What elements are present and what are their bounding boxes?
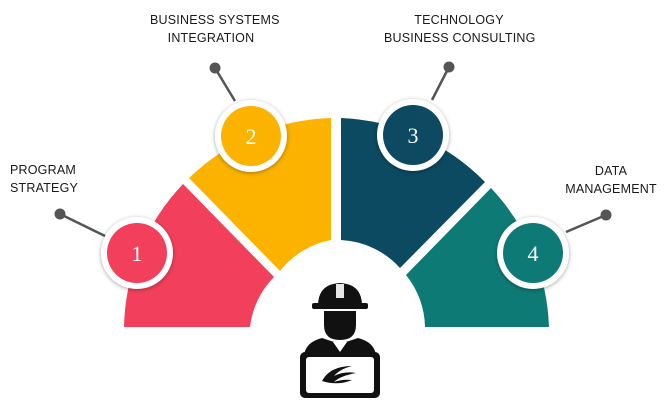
step-2-label: BUSINESS SYSTEMS INTEGRATION: [150, 11, 280, 47]
badge-4-number: 4: [528, 241, 539, 266]
step-4-label-line-1: DATA: [594, 164, 628, 178]
swoosh-logo-icon: [322, 366, 356, 384]
badge-4: 4: [497, 217, 569, 289]
badge-2: 2: [215, 100, 287, 172]
badge-1: 1: [101, 217, 173, 289]
engineer-with-laptop-icon: [300, 283, 380, 398]
step-4-label: DATA MANAGEMENT: [560, 162, 662, 198]
pin-1: [54, 208, 106, 238]
step-1-label-line-1: PROGRAM: [10, 163, 76, 177]
badge-3: 3: [377, 99, 449, 171]
segment-3: [341, 118, 485, 268]
step-2-label-line-2: INTEGRATION: [167, 31, 255, 45]
step-1-label: PROGRAM STRATEGY: [10, 161, 78, 197]
pin-3: [430, 61, 455, 101]
pin-2: [209, 62, 237, 102]
step-3-label-line-2: BUSINESS CONSULTING: [384, 31, 536, 45]
pin-4: [565, 209, 612, 234]
step-3-label-line-1: TECHNOLOGY: [414, 13, 504, 27]
step-4-label-line-2: MANAGEMENT: [565, 182, 657, 196]
step-1-label-line-2: STRATEGY: [10, 181, 79, 195]
segment-1: [124, 184, 274, 327]
badge-1-number: 1: [132, 241, 143, 266]
badge-3-number: 3: [408, 123, 419, 148]
step-2-label-line-1: BUSINESS SYSTEMS: [150, 13, 280, 27]
step-3-label: TECHNOLOGY BUSINESS CONSULTING: [384, 11, 536, 47]
badge-2-number: 2: [246, 124, 257, 149]
segment-4: [406, 188, 549, 327]
